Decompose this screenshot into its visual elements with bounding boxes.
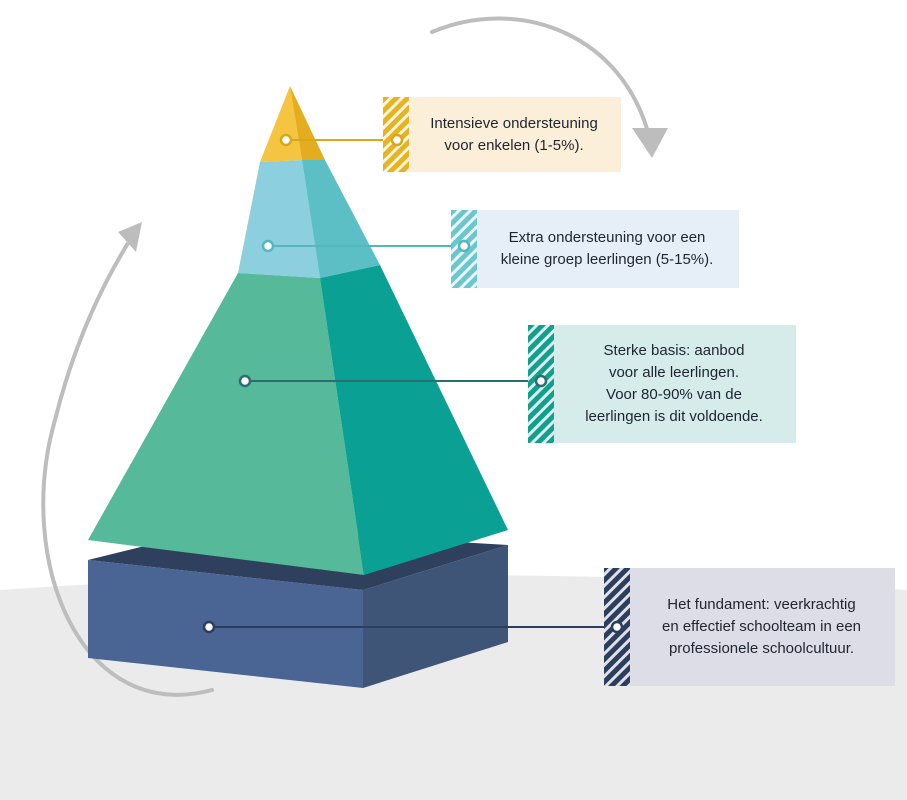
- green-tier-front: [88, 273, 364, 575]
- label-box-second: Extra ondersteuning voor een kleine groe…: [477, 210, 739, 288]
- dot-third-right: [534, 374, 548, 388]
- lightblue-tier-front: [238, 160, 320, 278]
- yellow-tier-side: [290, 86, 325, 160]
- dot-base-left: [202, 620, 216, 634]
- cycle-arrowhead-top-icon: [632, 128, 668, 158]
- base-front-face: [88, 560, 363, 688]
- label-box-third: Sterke basis: aanbod voor alle leerlinge…: [554, 325, 796, 443]
- green-tier-side: [320, 265, 508, 575]
- yellow-tier-front: [260, 86, 302, 162]
- label-text-base: Het fundament: veerkrachtig en effectief…: [661, 596, 862, 657]
- dot-top-left: [279, 133, 293, 147]
- label-box-base: Het fundament: veerkrachtig en effectief…: [630, 568, 895, 686]
- dot-second-left: [261, 239, 275, 253]
- base-side-face: [363, 545, 508, 688]
- label-text-third: Sterke basis: aanbod voor alle leerlinge…: [585, 342, 763, 425]
- dot-base-right: [610, 620, 624, 634]
- dot-top-right: [390, 133, 404, 147]
- label-text-top: Intensieve ondersteuning voor enkelen (1…: [430, 114, 598, 154]
- dot-second-right: [457, 239, 471, 253]
- cycle-arrow-top: [430, 16, 652, 142]
- cycle-arrowhead-left-icon: [118, 222, 142, 252]
- cycle-arrow-left: [41, 238, 214, 697]
- lightblue-tier-side: [302, 160, 380, 278]
- dot-third-left: [238, 374, 252, 388]
- label-box-top: Intensieve ondersteuning voor enkelen (1…: [409, 97, 621, 172]
- label-text-second: Extra ondersteuning voor een kleine groe…: [500, 229, 714, 268]
